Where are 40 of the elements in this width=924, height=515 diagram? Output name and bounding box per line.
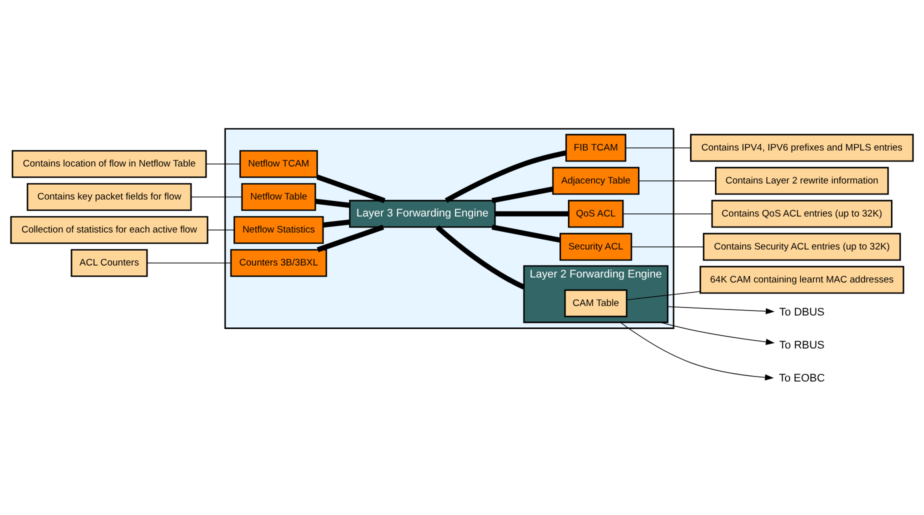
connector <box>436 225 526 290</box>
connector <box>190 196 242 198</box>
connector <box>322 219 350 228</box>
arrow <box>620 322 774 380</box>
node-text: To EOBC <box>778 372 825 384</box>
node-box: Counters 3B/3BXL <box>230 249 328 277</box>
arrow <box>667 306 775 314</box>
node-box: Contains IPV4, IPV6 prefixes and MPLS entries <box>690 134 914 162</box>
node-box: Netflow Table <box>241 183 316 211</box>
cluster <box>224 128 674 329</box>
arrow <box>660 322 775 345</box>
node-box: Security ACL <box>560 232 632 261</box>
connector <box>146 262 232 264</box>
node-box: ACL Counters <box>70 249 148 277</box>
node-box: CAM Table <box>564 289 628 318</box>
connector <box>492 224 561 243</box>
connector <box>631 246 704 248</box>
connector <box>316 224 384 252</box>
node-box: Collection of statistics for each active flow <box>10 216 208 244</box>
connector <box>626 291 701 300</box>
node-box: Contains Layer 2 rewrite information <box>715 166 889 195</box>
node-box: Contains key packet fields for flow <box>26 183 192 211</box>
node-text: To RBUS <box>779 339 825 352</box>
connector <box>638 180 716 182</box>
node-box: Adjacency Table <box>552 166 640 195</box>
node-box: Netflow Statistics <box>234 216 324 244</box>
connector <box>315 198 350 208</box>
node-box: Contains Security ACL entries (up to 32K) <box>702 232 901 261</box>
connector <box>444 150 566 203</box>
node-box: Contains location of flow in Netflow Table <box>12 150 207 178</box>
node-box: Netflow TCAM <box>239 150 318 178</box>
node-text: To DBUS <box>779 306 825 318</box>
connector <box>316 174 386 204</box>
node-box: Layer 3 Forwarding Engine <box>349 200 496 228</box>
node-box: FIB TCAM <box>565 134 626 162</box>
node-box: 64K CAM containing learnt MAC addresses <box>700 266 904 294</box>
connector <box>495 211 569 216</box>
node-box: Contains QoS ACL entries (up to 32K) <box>711 200 892 228</box>
node-box: QoS ACL <box>568 200 624 228</box>
connector <box>492 186 554 204</box>
